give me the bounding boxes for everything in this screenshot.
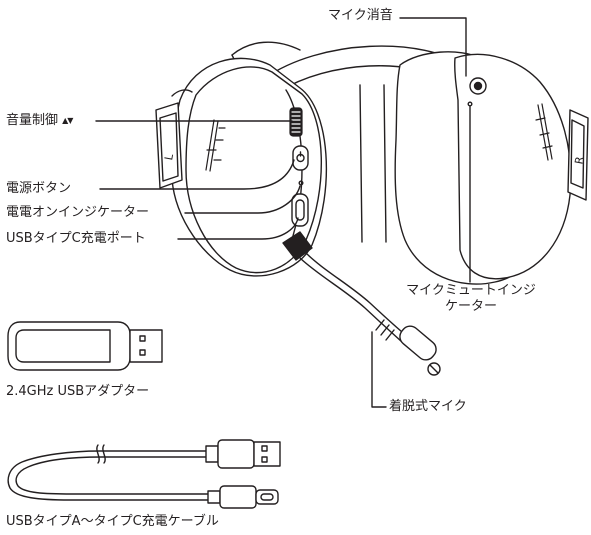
volume-wheel bbox=[289, 107, 303, 137]
volume-up-down-icon: ▲▼ bbox=[62, 115, 73, 125]
usb-adapter-shape bbox=[7, 321, 163, 371]
brand-logo-left bbox=[205, 119, 226, 172]
right-plate-letter: R bbox=[572, 155, 586, 165]
label-power-indicator: 電電オンインジケーター bbox=[6, 205, 150, 220]
power-led-dot bbox=[298, 180, 304, 186]
headband-strap-left bbox=[359, 84, 363, 243]
label-usb-c-port: USBタイプC充電ポート bbox=[6, 231, 146, 246]
left-earcup-shell bbox=[185, 66, 323, 274]
power-button-shape bbox=[292, 145, 309, 171]
leader-usb-c bbox=[177, 217, 299, 240]
leader-power-button bbox=[99, 159, 295, 190]
label-volume-control: 音量制御 ▲▼ bbox=[6, 113, 73, 129]
label-mic-mute-indicator-line1: マイクミュートインジ bbox=[406, 283, 536, 298]
label-mic-mute-indicator: マイクミュートインジ ケーター bbox=[392, 283, 550, 315]
leader-detachable-mic bbox=[371, 331, 387, 408]
label-usb-adapter: 2.4GHz USBアダプター bbox=[6, 384, 150, 399]
right-earcup-shell bbox=[454, 53, 572, 280]
usb-cable-shape bbox=[7, 439, 281, 509]
usb-c-port-shape bbox=[291, 193, 309, 227]
label-detachable-mic: 着脱式マイク bbox=[389, 399, 467, 414]
mic-mute-button-shape bbox=[469, 77, 487, 95]
left-plate-letter: L bbox=[162, 152, 176, 161]
label-cable: USBタイプA～タイプC充電ケーブル bbox=[6, 514, 219, 529]
headband-strap-right bbox=[383, 84, 387, 243]
label-mic-mute: マイク消音 bbox=[328, 8, 393, 23]
label-volume-control-text: 音量制御 bbox=[6, 113, 59, 128]
leader-power-led bbox=[184, 185, 301, 214]
detachable-mic-shape bbox=[282, 231, 441, 376]
brand-logo-right bbox=[535, 103, 553, 161]
leader-mic-mute bbox=[399, 17, 467, 77]
label-mic-mute-indicator-line2: ケーター bbox=[444, 299, 497, 314]
label-power-button: 電源ボタン bbox=[6, 181, 72, 196]
